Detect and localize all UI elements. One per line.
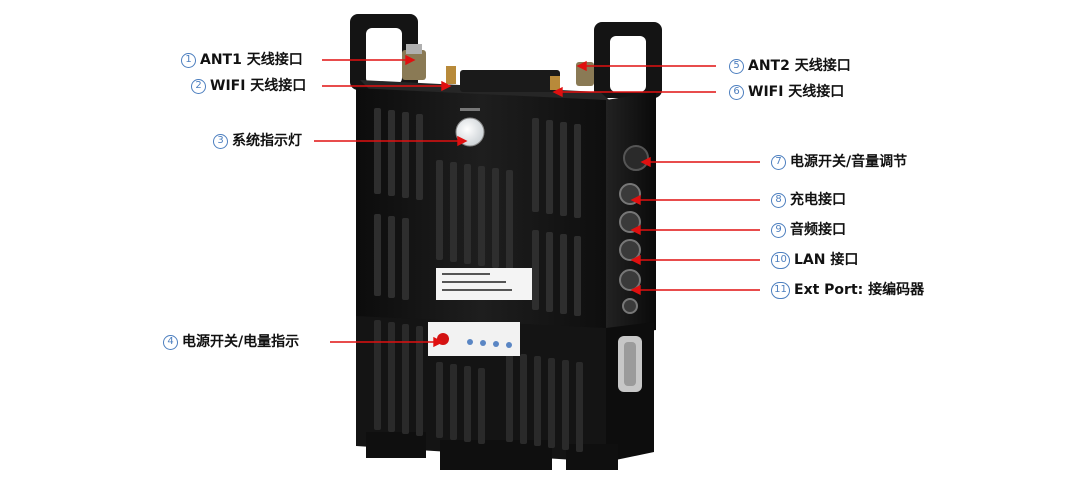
- callout-ext-port: 11 Ext Port: 接编码器: [771, 281, 924, 299]
- callout-number: 2: [191, 78, 206, 94]
- callout-audio: 9 音频接口: [771, 221, 846, 239]
- callout-number: 4: [163, 334, 178, 350]
- callout-label: 系统指示灯: [232, 133, 302, 149]
- callout-wifi-left: 2 WIFI 天线接口: [191, 77, 306, 95]
- callout-ant2: 5 ANT2 天线接口: [729, 57, 851, 75]
- side-connectors: [619, 145, 649, 314]
- callout-number: 3: [213, 133, 228, 149]
- callout-label: 充电接口: [790, 192, 846, 208]
- callout-ant1: 1 ANT1 天线接口: [181, 51, 303, 69]
- vents-upper: [374, 108, 581, 316]
- callout-label: WIFI 天线接口: [210, 78, 307, 94]
- callout-label: Ext Port: 接编码器: [794, 282, 925, 298]
- callout-label: 电源开关/电量指示: [182, 334, 300, 350]
- callout-number: 8: [771, 192, 786, 208]
- callout-charging: 8 充电接口: [771, 191, 846, 209]
- callout-power-battery: 4 电源开关/电量指示: [163, 333, 299, 351]
- vents-lower: [374, 320, 583, 452]
- callout-lan: 10 LAN 接口: [771, 251, 858, 269]
- callout-label: ANT2 天线接口: [748, 58, 851, 74]
- callout-wifi-right: 6 WIFI 天线接口: [729, 83, 844, 101]
- callout-label: ANT1 天线接口: [200, 52, 303, 68]
- callout-number: 11: [771, 281, 790, 299]
- label-plate: [436, 268, 532, 300]
- callout-power-volume: 7 电源开关/音量调节: [771, 153, 907, 171]
- left-handle: [350, 14, 418, 90]
- callout-number: 6: [729, 84, 744, 100]
- callout-number: 9: [771, 222, 786, 238]
- callout-label: 音频接口: [790, 222, 846, 238]
- right-handle: [594, 22, 662, 98]
- callout-label: 电源开关/音量调节: [790, 154, 908, 170]
- callout-label: WIFI 天线接口: [748, 84, 845, 100]
- callout-number: 1: [181, 52, 196, 68]
- callout-arrows: [314, 54, 760, 348]
- callout-number: 5: [729, 58, 744, 74]
- callout-system-indicator: 3 系统指示灯: [213, 132, 302, 150]
- callout-number: 7: [771, 154, 786, 170]
- callout-number: 10: [771, 251, 790, 269]
- callout-label: LAN 接口: [794, 252, 859, 268]
